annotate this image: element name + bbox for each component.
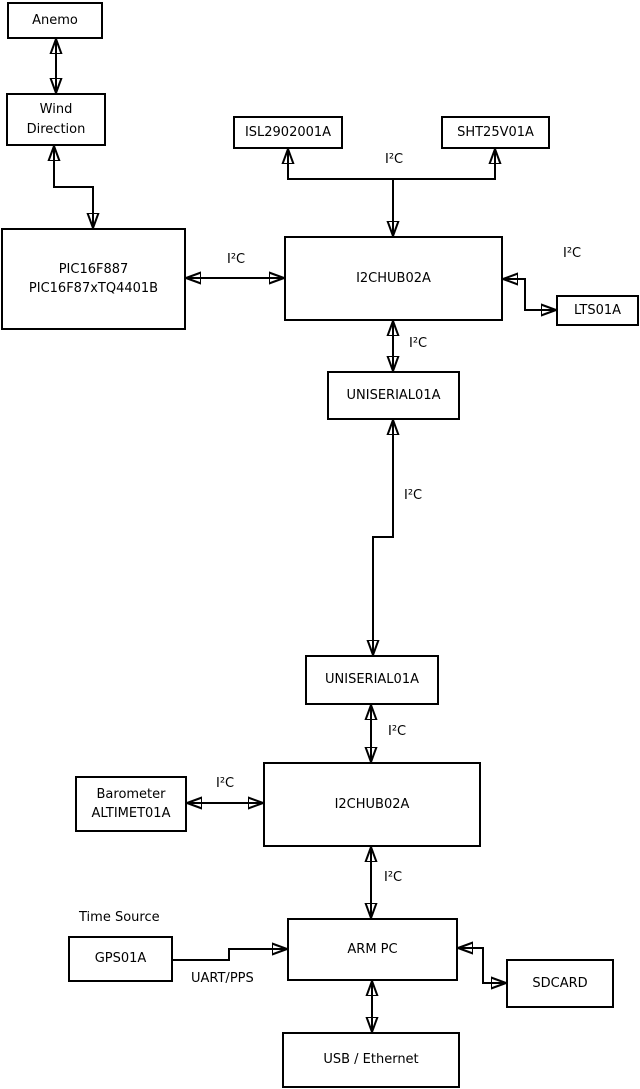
edge-armpc-sdcard: [458, 948, 506, 983]
node-sht-humidity-sensor: SHT25V01A: [441, 116, 550, 149]
edge-label-i2c-hub-lts: I²C: [563, 246, 582, 261]
edge-hub1-lts: [503, 279, 556, 310]
node-uniserial-2: UNISERIAL01A: [305, 655, 439, 705]
edge-label-i2c-hub2-armpc: I²C: [384, 870, 403, 885]
edge-label-i2c-sensors: I²C: [385, 152, 404, 167]
node-wind-direction: Wind Direction: [6, 93, 106, 146]
node-isl-light-sensor: ISL2902001A: [233, 116, 343, 149]
edge-label-i2c-pic-hub: I²C: [227, 252, 246, 267]
node-barometer: Barometer ALTIMET01A: [75, 776, 187, 832]
node-i2c-hub-2: I2CHUB02A: [263, 762, 481, 847]
edge-hub1-sensors-branch: [288, 149, 495, 180]
node-uniserial-1: UNISERIAL01A: [327, 371, 460, 420]
edge-label-i2c-hub1-uniserial1: I²C: [409, 336, 428, 351]
edge-label-i2c-barometer-hub2: I²C: [216, 776, 235, 791]
node-anemometer: Anemo: [7, 2, 103, 39]
edge-uniserial1-uniserial2: [373, 420, 393, 655]
edge-label-uart-pps: UART/PPS: [191, 971, 254, 986]
node-sdcard: SDCARD: [506, 959, 614, 1008]
node-lts-temp-sensor: LTS01A: [556, 295, 639, 326]
node-usb-ethernet: USB / Ethernet: [282, 1032, 460, 1088]
edge-label-i2c-uniserial-link: I²C: [404, 488, 423, 503]
edge-label-time-source: Time Source: [79, 910, 160, 925]
edge-gps-armpc: [173, 949, 287, 961]
node-arm-pc: ARM PC: [287, 918, 458, 981]
edge-wind-pic: [54, 146, 93, 228]
node-pic-microcontroller: PIC16F887 PIC16F87xTQ4401B: [1, 228, 186, 330]
node-gps: GPS01A: [68, 936, 173, 982]
node-i2c-hub-1: I2CHUB02A: [284, 236, 503, 321]
edge-label-i2c-uniserial2-hub2: I²C: [388, 724, 407, 739]
